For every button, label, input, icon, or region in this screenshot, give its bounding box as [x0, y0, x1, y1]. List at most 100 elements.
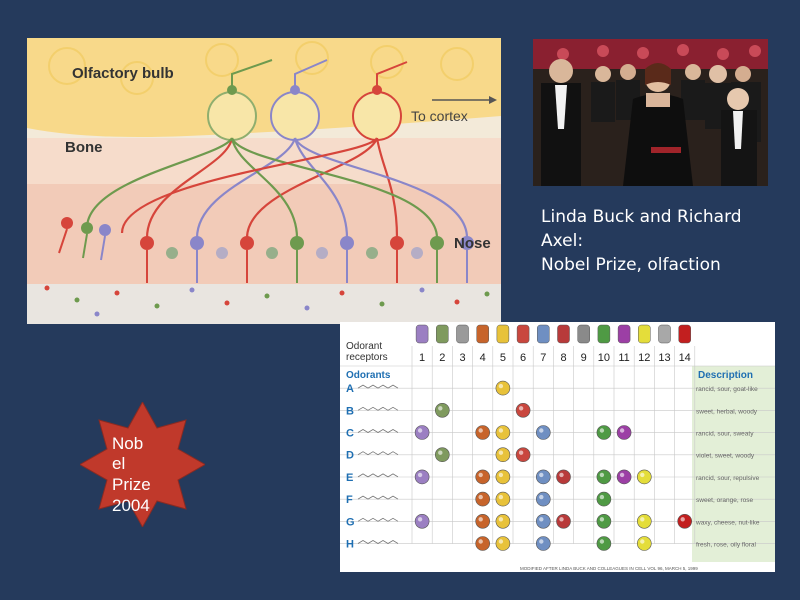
- receptor-response-dot: [495, 469, 511, 485]
- receptor-response-dot: [556, 514, 571, 529]
- dot-highlight: [498, 517, 504, 522]
- dot-highlight: [599, 494, 605, 500]
- molecule-structure-icon: [357, 429, 399, 433]
- bone-layer: [27, 138, 501, 184]
- receptor-13-icon: [658, 324, 671, 344]
- receptor-1-icon: [415, 324, 429, 344]
- molecule-structure-icon: [357, 406, 399, 411]
- odorant-letter: G: [346, 516, 355, 528]
- glomerulus-green: [207, 91, 257, 141]
- receptor-response-dot: [596, 536, 612, 551]
- odorant-letter: C: [346, 428, 354, 440]
- receptor-number: 14: [679, 352, 691, 364]
- receptor-response-dot: [475, 425, 490, 440]
- receptor-response-dot: [536, 491, 551, 507]
- dot-highlight: [539, 472, 544, 478]
- epithelium-layer: [27, 184, 501, 284]
- receptor-6-icon: [516, 324, 530, 344]
- receptor-7-icon: [537, 324, 550, 344]
- dot-highlight: [498, 383, 504, 389]
- dot-highlight: [640, 539, 645, 544]
- odorant-description: sweet, herbal, woody: [696, 408, 758, 415]
- receptor-response-dot: [677, 514, 693, 529]
- receptor-number: 10: [598, 352, 610, 364]
- dot-highlight: [539, 494, 544, 500]
- dot-highlight: [518, 406, 524, 411]
- receptor-number: 5: [500, 352, 506, 364]
- receptor-number: 13: [658, 352, 670, 364]
- dot-highlight: [438, 406, 443, 411]
- receptor-3-icon: [456, 324, 469, 344]
- odorant-description: violet, sweet, woody: [696, 453, 755, 460]
- receptor-number: 2: [439, 352, 445, 364]
- star-line-1: Nob: [112, 434, 143, 453]
- header-odorant: Odorant: [346, 341, 382, 352]
- molecule-structure-icon: [357, 384, 399, 389]
- receptor-14-icon: [678, 324, 691, 344]
- star-line-2: el: [112, 454, 125, 473]
- receptor-4-icon: [476, 324, 489, 344]
- dot-highlight: [518, 450, 524, 455]
- dot-highlight: [417, 428, 423, 433]
- receptor-response-dot: [435, 403, 450, 418]
- dot-highlight: [478, 539, 483, 544]
- receptor-response-dot: [414, 469, 430, 485]
- receptor-response-dot: [414, 425, 430, 440]
- dot-highlight: [640, 517, 645, 522]
- description-label: Description: [698, 370, 753, 381]
- dot-highlight: [619, 428, 625, 433]
- dot-highlight: [559, 517, 564, 522]
- receptor-number: 9: [581, 352, 587, 364]
- molecule-structure-icon: [357, 473, 399, 478]
- receptor-number: 7: [540, 352, 546, 364]
- receptor-response-dot: [495, 447, 511, 462]
- receptor-response-dot: [475, 469, 490, 485]
- receptor-response-dot: [616, 469, 632, 485]
- receptor-number: 3: [459, 352, 465, 364]
- dot-highlight: [619, 472, 625, 478]
- dot-highlight: [539, 517, 544, 522]
- dot-highlight: [417, 472, 423, 478]
- receptor-11-icon: [617, 324, 631, 344]
- odorant-letter: D: [346, 450, 354, 462]
- star-line-3: Prize: [112, 475, 151, 494]
- receptor-response-dot: [515, 403, 531, 418]
- odorant-description: fresh, rose, oily floral: [696, 542, 757, 549]
- odorant-description: waxy, cheese, nut-like: [695, 519, 760, 526]
- receptor-response-dot: [596, 469, 612, 485]
- caption: Linda Buck and Richard Axel: Nobel Prize…: [541, 205, 791, 277]
- caption-line-2: Axel:: [541, 231, 584, 251]
- receptor-number: 1: [419, 352, 425, 364]
- molecule-structure-icon: [357, 517, 399, 522]
- odorant-receptor-table-svg: Odorant receptors Odorants Description 1…: [340, 322, 775, 572]
- dot-highlight: [680, 517, 685, 522]
- molecule-structure-icon: [357, 451, 399, 456]
- bulb-label: Olfactory bulb: [72, 65, 174, 82]
- receptor-response-dot: [495, 380, 511, 396]
- award-ceremony-photo-icon: [533, 39, 768, 186]
- dot-highlight: [539, 428, 544, 433]
- dot-highlight: [478, 494, 483, 500]
- receptor-response-dot: [556, 469, 571, 485]
- star-line-4: 2004: [112, 496, 150, 515]
- caption-line-3: Nobel Prize, olfaction: [541, 255, 721, 275]
- receptor-number: 4: [480, 352, 486, 364]
- description-column-bg: [692, 366, 775, 562]
- glomerulus-blue: [270, 91, 320, 141]
- bone-label: Bone: [65, 139, 103, 156]
- odorant-description: rancid, sour, goat-like: [696, 386, 758, 393]
- odorant-letter: E: [346, 472, 353, 484]
- dot-highlight: [498, 494, 504, 500]
- receptor-2-icon: [436, 324, 449, 344]
- receptor-response-dot: [414, 514, 430, 529]
- receptor-response-dot: [536, 469, 551, 485]
- nobel-ceremony-photo: [533, 39, 768, 186]
- receptor-response-dot: [495, 536, 511, 551]
- receptor-8-icon: [557, 324, 570, 344]
- receptor-response-dot: [515, 447, 531, 462]
- molecule-structure-icon: [357, 540, 399, 544]
- receptor-response-dot: [596, 425, 612, 440]
- receptor-number: 6: [520, 352, 526, 364]
- caption-line-1: Linda Buck and Richard: [541, 207, 742, 227]
- receptor-5-icon: [496, 324, 510, 344]
